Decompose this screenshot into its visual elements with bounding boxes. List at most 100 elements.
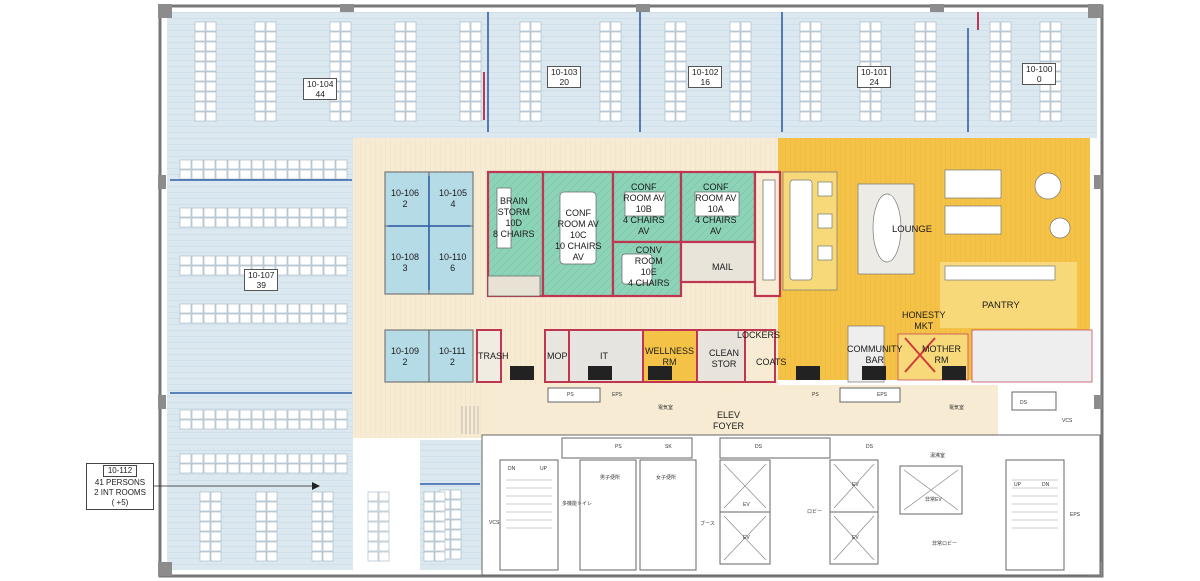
desk	[1000, 71, 1012, 82]
desk	[215, 207, 228, 218]
desk	[191, 159, 204, 170]
desk	[459, 101, 471, 112]
desk	[925, 111, 937, 122]
desk	[329, 61, 341, 72]
desk	[870, 101, 882, 112]
desk	[914, 41, 926, 52]
desk	[599, 91, 611, 102]
desk	[519, 111, 531, 122]
desk	[530, 101, 542, 112]
ds-label-1: DS	[755, 444, 762, 450]
desk	[1050, 51, 1062, 62]
desk	[239, 255, 252, 266]
vcs-label-2: VCS	[1062, 418, 1073, 424]
ds-label-3: DS	[1020, 400, 1027, 406]
ev-label-3: EV	[852, 482, 859, 488]
desk	[470, 31, 482, 42]
desk	[810, 71, 822, 82]
desk	[378, 511, 390, 522]
desk	[599, 61, 611, 72]
desk	[311, 419, 324, 430]
desk	[870, 41, 882, 52]
desk	[470, 41, 482, 52]
desk	[519, 71, 531, 82]
desk	[335, 409, 348, 420]
desk	[610, 31, 622, 42]
desk	[265, 61, 277, 72]
desk	[423, 511, 435, 522]
desk	[255, 501, 267, 512]
desk	[239, 419, 252, 430]
desk	[423, 551, 435, 562]
desk	[311, 169, 324, 180]
desk	[210, 551, 222, 562]
desk	[799, 31, 811, 42]
desk	[859, 31, 871, 42]
desk	[255, 491, 267, 502]
desk	[323, 303, 336, 314]
desk	[275, 217, 288, 228]
desk	[799, 21, 811, 32]
desk	[378, 541, 390, 552]
desk	[329, 31, 341, 42]
room-10-103-id: 10-103	[551, 67, 578, 77]
desk	[205, 91, 217, 102]
desk	[251, 207, 264, 218]
legend-rooms: 2 INT ROOMS	[94, 488, 146, 497]
stair-dn-label-2: DN	[1042, 482, 1050, 488]
desk	[287, 313, 300, 324]
vcs-label-1: VCS	[489, 520, 500, 526]
desk	[664, 111, 676, 122]
desk	[675, 61, 687, 72]
desk	[311, 463, 324, 474]
desk	[179, 255, 192, 266]
desk	[423, 491, 435, 502]
desk	[925, 91, 937, 102]
desk	[227, 255, 240, 266]
desk	[329, 51, 341, 62]
desk	[740, 31, 752, 42]
desk	[299, 463, 312, 474]
desk	[367, 491, 379, 502]
desk	[394, 71, 406, 82]
entry-doors	[510, 366, 966, 380]
desk	[1050, 31, 1062, 42]
desk	[311, 265, 324, 276]
desk	[287, 207, 300, 218]
desk	[323, 409, 336, 420]
desk	[459, 21, 471, 32]
desk	[459, 61, 471, 72]
desk	[675, 41, 687, 52]
desk	[799, 111, 811, 122]
desk	[799, 81, 811, 92]
glass-partitions	[170, 12, 969, 485]
desk	[335, 255, 348, 266]
desk	[191, 255, 204, 266]
desk	[394, 41, 406, 52]
desk	[287, 463, 300, 474]
desk	[740, 91, 752, 102]
desk	[215, 419, 228, 430]
desk	[311, 511, 323, 522]
room-10-107-id: 10-107	[248, 270, 275, 280]
desk	[322, 531, 334, 542]
desk	[227, 463, 240, 474]
desk	[194, 81, 206, 92]
desk	[203, 463, 216, 474]
desk	[239, 463, 252, 474]
desk	[251, 453, 264, 464]
stairs	[461, 406, 1058, 529]
desk	[265, 91, 277, 102]
desk	[423, 501, 435, 512]
desk	[194, 111, 206, 122]
desk	[989, 31, 1001, 42]
desk	[251, 419, 264, 430]
desk	[311, 159, 324, 170]
desk	[1050, 21, 1062, 32]
eps-label-3: EPS	[1070, 512, 1081, 518]
desk	[610, 81, 622, 92]
legend-room-id: 10-112	[102, 465, 138, 477]
